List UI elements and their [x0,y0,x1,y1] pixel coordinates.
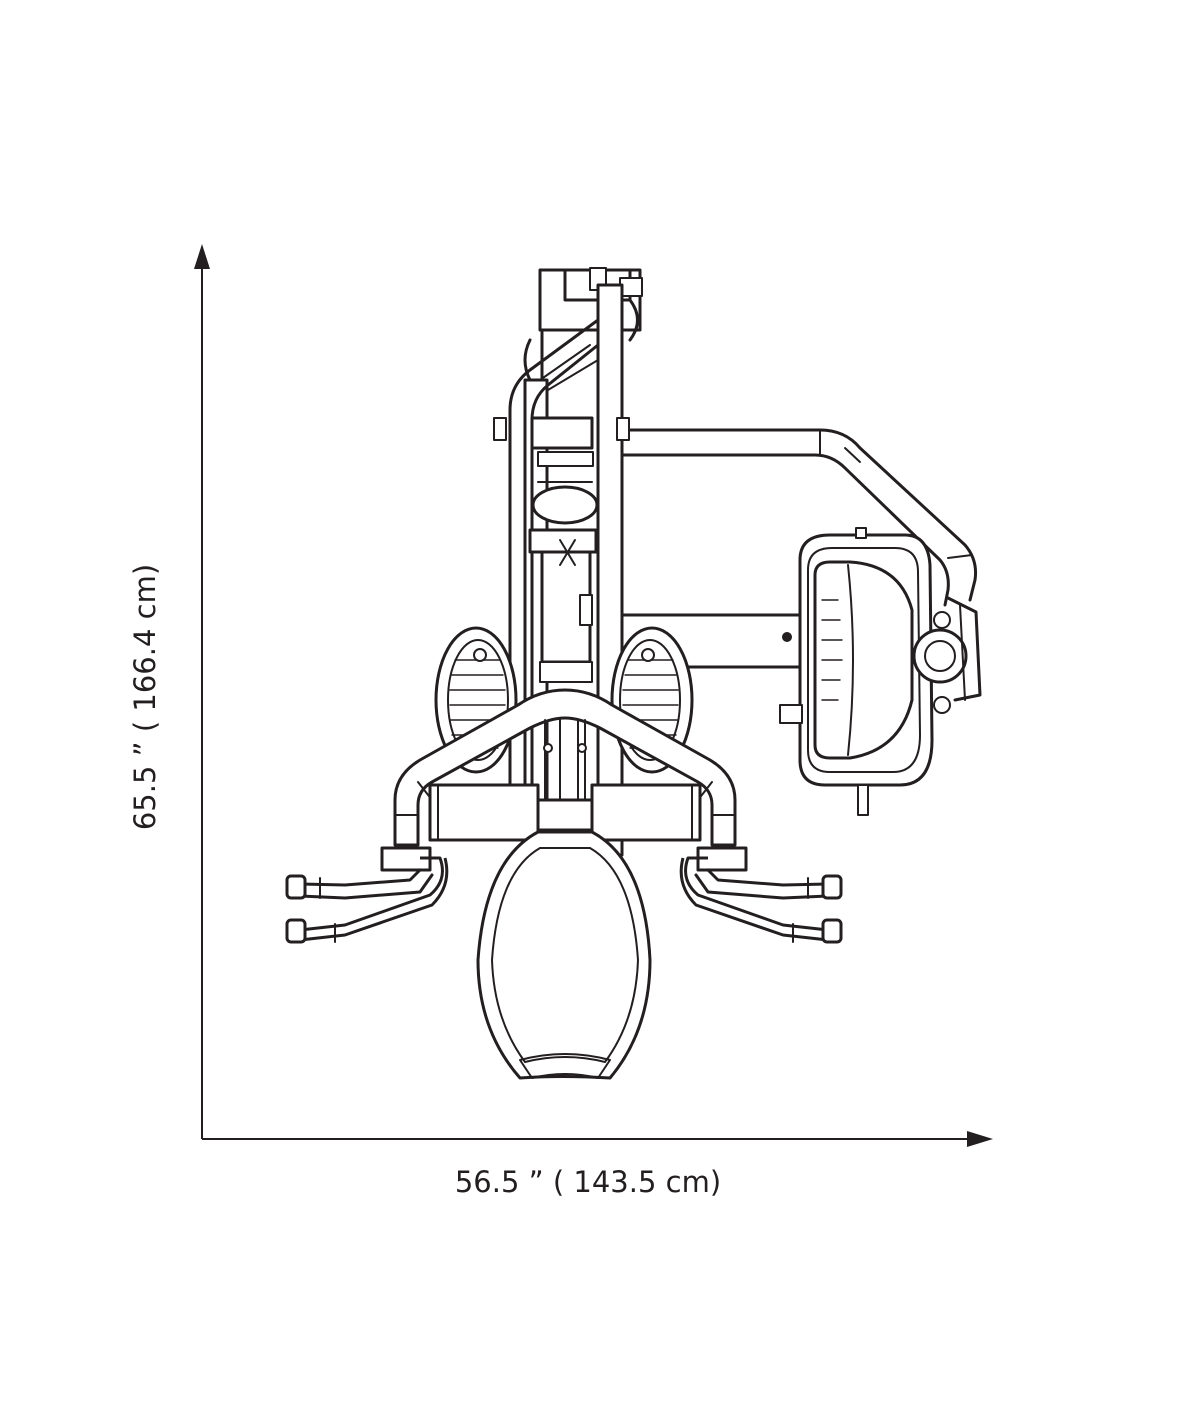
front-frame [393,688,737,847]
up-arrow-icon [194,244,210,269]
right-handles [679,846,843,944]
machine-drawing [285,267,982,1080]
rear-frame [493,267,643,857]
dimension-axes [194,244,993,1147]
left-handles [285,846,449,944]
leg-pad [779,527,982,816]
right-arrow-icon [967,1131,993,1147]
height-dimension-label: 65.5 ” ( 166.4 cm) [128,564,162,830]
width-dimension-label: 56.5 ” ( 143.5 cm) [455,1165,721,1199]
seat [476,830,652,1080]
